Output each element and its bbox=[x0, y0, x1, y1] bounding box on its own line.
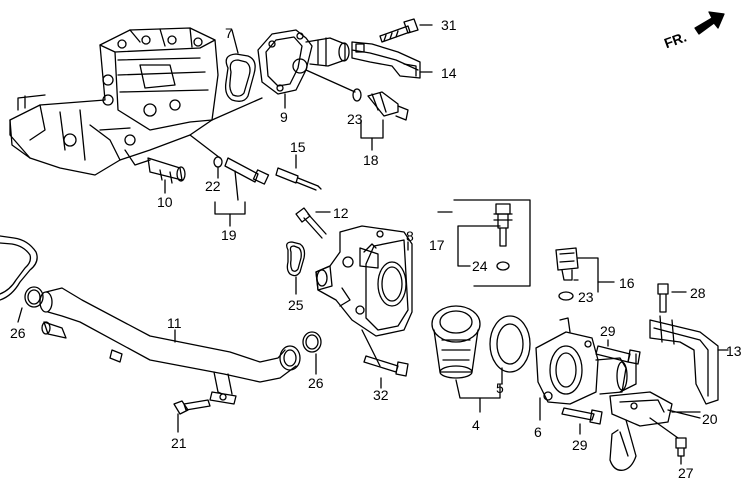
part-label-9: 9 bbox=[280, 109, 288, 125]
part-8-thermostat-housing bbox=[315, 225, 413, 367]
head-leader-lines bbox=[189, 97, 263, 159]
part-label-14: 14 bbox=[441, 65, 457, 81]
part-label-25: 25 bbox=[288, 297, 304, 313]
part-14-bracket bbox=[351, 41, 433, 79]
part-label-32: 32 bbox=[373, 387, 389, 403]
part-28-bolt bbox=[657, 283, 687, 313]
part-9-water-outlet bbox=[257, 29, 356, 109]
part-label-16: 16 bbox=[619, 275, 635, 291]
part-label-17: 17 bbox=[429, 237, 445, 253]
part-18-sensor bbox=[360, 91, 409, 151]
part-label-29-upper: 29 bbox=[600, 323, 616, 339]
part-13-bracket bbox=[649, 315, 729, 405]
part-29-bolt-lower bbox=[561, 407, 603, 435]
part-32-bolt bbox=[363, 355, 409, 389]
part-16-sensor bbox=[555, 247, 615, 301]
part-4-thermostat bbox=[431, 305, 501, 413]
part-12-bolt bbox=[295, 207, 331, 239]
part-label-18: 18 bbox=[363, 152, 379, 168]
part-label-26-left: 26 bbox=[10, 325, 26, 341]
part-21-bolt bbox=[173, 399, 211, 433]
part-22-washer bbox=[213, 156, 223, 179]
part-label-10: 10 bbox=[157, 194, 173, 210]
part-label-27: 27 bbox=[678, 465, 694, 481]
part-10-hose-fitting bbox=[147, 157, 186, 194]
part-label-20: 20 bbox=[702, 411, 718, 427]
part-label-12: 12 bbox=[333, 205, 349, 221]
part-label-24: 24 bbox=[472, 258, 488, 274]
part-label-15: 15 bbox=[290, 139, 306, 155]
part-26-o-ring-middle bbox=[302, 331, 322, 375]
part-label-11: 11 bbox=[167, 315, 182, 331]
part-label-4: 4 bbox=[472, 417, 480, 433]
part-label-6: 6 bbox=[534, 424, 542, 440]
part-17-sensor bbox=[453, 199, 531, 287]
part-label-23-upper: 23 bbox=[347, 111, 363, 127]
part-label-19: 19 bbox=[221, 227, 237, 243]
part-label-8: 8 bbox=[406, 228, 414, 244]
part-7-gasket bbox=[224, 29, 256, 102]
front-direction-arrow bbox=[694, 11, 725, 35]
part-label-21: 21 bbox=[171, 435, 187, 451]
part-20-bracket bbox=[609, 353, 701, 471]
part-27-bolt bbox=[649, 417, 687, 465]
part-label-23-lower: 23 bbox=[578, 289, 594, 305]
part-label-7: 7 bbox=[225, 25, 233, 41]
part-label-13: 13 bbox=[726, 343, 742, 359]
part-25-gasket bbox=[286, 241, 306, 295]
cylinder-head bbox=[9, 27, 219, 176]
part-label-31: 31 bbox=[441, 17, 457, 33]
part-label-22: 22 bbox=[205, 178, 221, 194]
part-23-washer-upper bbox=[352, 88, 362, 102]
part-label-5: 5 bbox=[496, 380, 504, 396]
part-29-bolt-upper bbox=[595, 339, 641, 365]
part-26-o-ring-left bbox=[17, 286, 44, 323]
part-label-29-lower: 29 bbox=[572, 437, 588, 453]
part-label-28: 28 bbox=[690, 285, 706, 301]
part-15-sensor bbox=[275, 154, 322, 191]
part-19-sensor bbox=[214, 157, 270, 227]
part-gasket-partial-left bbox=[0, 235, 38, 301]
part-11-water-pipe bbox=[39, 287, 301, 405]
part-label-26-middle: 26 bbox=[308, 375, 324, 391]
part-31-bolt bbox=[379, 18, 433, 43]
part-5-gasket bbox=[489, 315, 531, 385]
